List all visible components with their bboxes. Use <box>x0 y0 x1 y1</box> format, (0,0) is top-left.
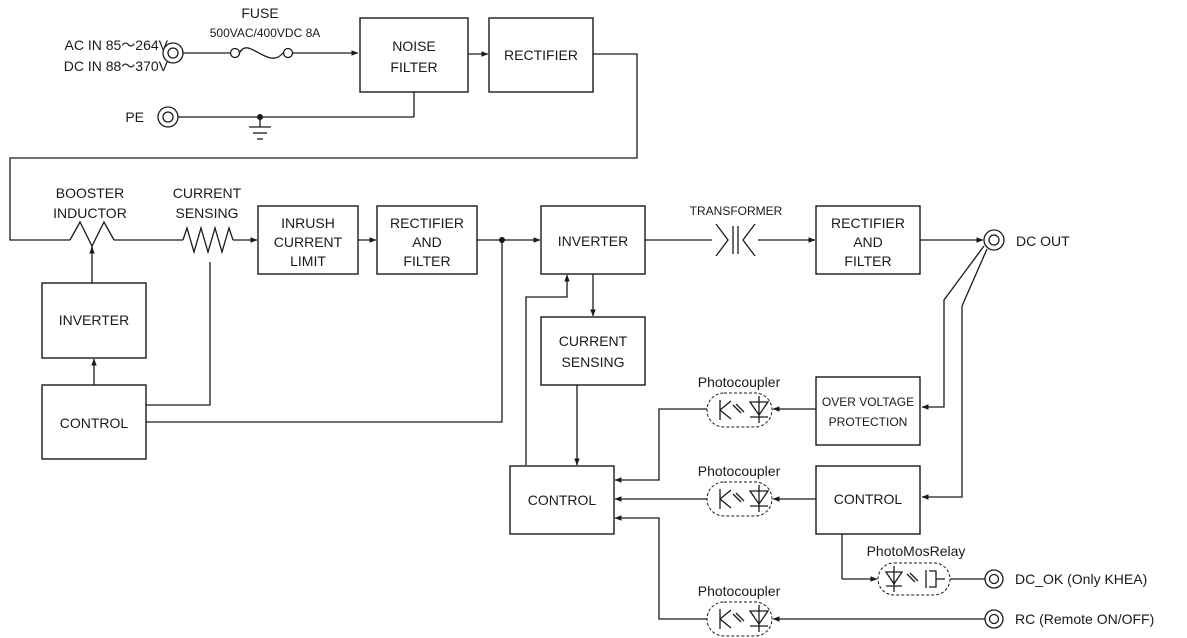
dc-out-label: DC OUT <box>1016 233 1070 249</box>
current-sensing-1-text-2: SENSING <box>175 205 238 221</box>
pe-label: PE <box>125 109 144 125</box>
photocoupler-2-label: Photocoupler <box>698 463 781 479</box>
photocoupler-3-icon <box>706 601 773 637</box>
rc-terminal <box>984 609 1004 629</box>
control-out-text: CONTROL <box>834 491 903 507</box>
fuse-label: FUSE <box>241 5 278 21</box>
transformer-label: TRANSFORMER <box>690 204 783 218</box>
over-voltage-protection-block <box>815 376 921 446</box>
photocoupler-3-label: Photocoupler <box>698 583 781 599</box>
booster-inductor-text-2: INDUCTOR <box>53 205 127 221</box>
dc-out-terminal <box>983 229 1005 251</box>
inverter-main-block <box>540 205 646 275</box>
control-main-block <box>509 465 615 535</box>
photocoupler-2-icon <box>706 481 773 517</box>
photomos-relay-icon <box>877 562 951 596</box>
rc-name: RC <box>1015 611 1035 627</box>
inrush-text-3: LIMIT <box>290 253 326 269</box>
rect-filter-2-text-1: RECTIFIER <box>831 215 905 231</box>
rect-filter-2-text-2: AND <box>853 234 883 250</box>
dc-ok-label: DC_OK (Only KHEA) <box>1015 571 1147 587</box>
inrush-current-limit-block <box>257 205 359 275</box>
photomos-relay-label: PhotoMosRelay <box>867 543 966 559</box>
inverter-pfc-text: INVERTER <box>59 312 130 328</box>
control-pfc-block <box>41 384 147 460</box>
booster-inductor-text-1: BOOSTER <box>56 185 124 201</box>
rect-filter-1-text-1: RECTIFIER <box>390 215 464 231</box>
control-pfc-text: CONTROL <box>60 415 129 431</box>
photocoupler-1-label: Photocoupler <box>698 374 781 390</box>
rect-filter-2-text-3: FILTER <box>844 253 891 269</box>
current-sense-resistor-symbol <box>182 225 234 255</box>
dc-in-label: DC IN 88～370V <box>64 58 169 74</box>
photocoupler-1-icon <box>706 392 773 428</box>
rectifier-text: RECTIFIER <box>504 47 578 63</box>
rc-label: RC (Remote ON/OFF) <box>1015 611 1154 627</box>
control-out-block <box>815 465 921 535</box>
rectifier-block <box>488 17 594 93</box>
current-sensing-1-text-1: CURRENT <box>173 185 242 201</box>
control-main-text: CONTROL <box>528 492 597 508</box>
rc-note: (Remote ON/OFF) <box>1039 611 1154 627</box>
pe-terminal <box>157 106 179 128</box>
rectifier-and-filter-2-block <box>815 205 921 275</box>
rect-filter-1-text-3: FILTER <box>403 253 450 269</box>
current-sensing-2-block <box>540 316 646 386</box>
inverter-pfc-block <box>41 282 147 359</box>
ovp-text-1: OVER VOLTAGE <box>822 395 914 409</box>
ovp-text-2: PROTECTION <box>829 415 908 429</box>
inrush-text-1: INRUSH <box>281 215 335 231</box>
ground-icon <box>249 117 271 140</box>
fuse-rating-label: 500VAC/400VDC 8A <box>210 26 321 40</box>
inverter-main-text: INVERTER <box>558 233 629 249</box>
dc-ok-name: DC_OK <box>1015 571 1064 587</box>
ac-input-terminal <box>162 42 184 64</box>
dc-ok-note: (Only KHEA) <box>1067 571 1147 587</box>
current-sensing-2-text-1: CURRENT <box>559 333 628 349</box>
noise-filter-text-2: FILTER <box>390 59 437 75</box>
ac-in-label: AC IN 85～264V <box>65 37 169 53</box>
transformer-symbol <box>715 223 756 257</box>
noise-filter-text-1: NOISE <box>392 38 436 54</box>
current-sensing-2-text-2: SENSING <box>561 354 624 370</box>
inrush-text-2: CURRENT <box>274 234 343 250</box>
dc-ok-terminal <box>984 569 1004 589</box>
rect-filter-1-text-2: AND <box>412 234 442 250</box>
noise-filter-block <box>359 17 469 93</box>
fuse-symbol <box>229 47 294 59</box>
